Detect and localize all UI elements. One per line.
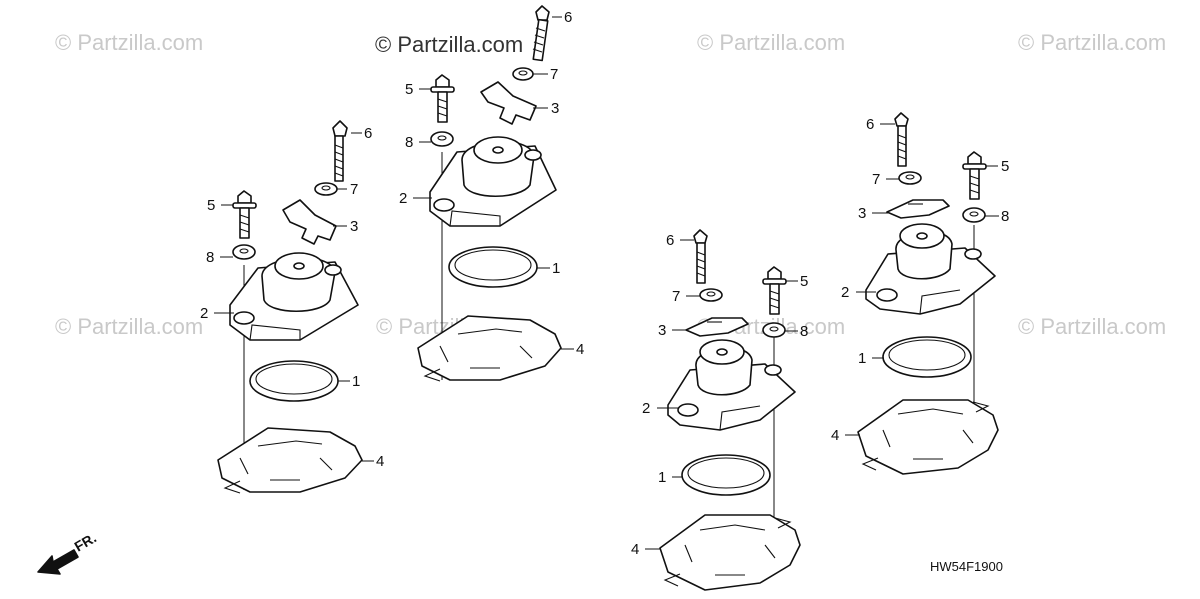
washer-icon[interactable] <box>512 67 534 81</box>
callout-label: 6 <box>564 9 572 26</box>
washer-icon[interactable] <box>762 322 786 338</box>
callout-label: 5 <box>1001 158 1009 175</box>
engine-mount[interactable] <box>229 252 359 341</box>
rubber-disc[interactable] <box>681 454 771 496</box>
engine-mount[interactable] <box>865 223 996 315</box>
rubber-disc[interactable] <box>448 246 538 288</box>
callout-label: 3 <box>551 100 559 117</box>
front-direction-arrow-icon <box>37 549 79 575</box>
callout-label: 2 <box>642 400 650 417</box>
watermark-text: © Partzilla.com <box>1018 314 1166 339</box>
callout-label: 6 <box>666 232 674 249</box>
rubber-disc[interactable] <box>249 360 339 402</box>
callout-label: 1 <box>658 469 666 486</box>
callout-label: 7 <box>672 288 680 305</box>
callout-label: 4 <box>376 453 384 470</box>
rubber-disc[interactable] <box>882 336 972 378</box>
callout-label: 7 <box>550 66 558 83</box>
callout-label: 5 <box>800 273 808 290</box>
callout-label: 3 <box>350 218 358 235</box>
engine-mount[interactable] <box>667 339 796 431</box>
washer-icon[interactable] <box>430 131 454 147</box>
bolt-icon[interactable] <box>332 120 348 182</box>
callout-label: 6 <box>364 125 372 142</box>
washer-icon[interactable] <box>898 171 922 185</box>
bracket-plate[interactable] <box>480 81 537 125</box>
washer-icon[interactable] <box>962 207 986 223</box>
callout-label: 4 <box>576 341 584 358</box>
front-direction-indicator: FR. <box>37 529 100 575</box>
bracket-plate[interactable] <box>886 199 950 219</box>
callout-label: 1 <box>858 350 866 367</box>
engine-mount[interactable] <box>429 136 557 227</box>
front-label: FR. <box>72 529 100 554</box>
bracket-plate[interactable] <box>282 199 337 245</box>
bolt-icon[interactable] <box>232 190 257 239</box>
base-plate[interactable] <box>417 315 562 382</box>
assembly-b: 6 7 3 5 8 2 1 4 <box>399 5 584 382</box>
callout-label: 8 <box>1001 208 1009 225</box>
assembly-d: 6 7 3 5 8 2 1 4 <box>831 112 1009 475</box>
bolt-icon[interactable] <box>762 266 787 315</box>
callout-label: 8 <box>206 249 214 266</box>
washer-icon[interactable] <box>699 288 723 302</box>
watermark-layer: © Partzilla.com © Partzilla.com © Partzi… <box>55 30 1166 339</box>
bolt-icon[interactable] <box>532 5 550 62</box>
callout-label: 1 <box>552 260 560 277</box>
callout-label: 2 <box>200 305 208 322</box>
callout-label: 3 <box>858 205 866 222</box>
callout-label: 7 <box>872 171 880 188</box>
watermark-text: © Partzilla.com <box>697 30 845 55</box>
washer-icon[interactable] <box>314 182 338 196</box>
bolt-icon[interactable] <box>693 229 708 284</box>
assembly-a: 6 7 3 5 8 2 1 4 <box>200 120 384 494</box>
watermark-text-main: © Partzilla.com <box>375 32 523 57</box>
bolt-icon[interactable] <box>430 74 455 123</box>
base-plate[interactable] <box>857 399 999 475</box>
callout-label: 8 <box>800 323 808 340</box>
bolt-icon[interactable] <box>962 151 987 200</box>
base-plate[interactable] <box>217 427 363 494</box>
callout-label: 7 <box>350 181 358 198</box>
bolt-icon[interactable] <box>894 112 909 167</box>
diagram-code: HW54F1900 <box>930 559 1003 574</box>
callout-label: 1 <box>352 373 360 390</box>
watermark-text: © Partzilla.com <box>55 30 203 55</box>
callout-label: 2 <box>841 284 849 301</box>
base-plate[interactable] <box>659 514 801 591</box>
washer-icon[interactable] <box>232 244 256 260</box>
callout-label: 5 <box>405 81 413 98</box>
callout-label: 5 <box>207 197 215 214</box>
callout-label: 4 <box>831 427 839 444</box>
callout-label: 3 <box>658 322 666 339</box>
watermark-text: © Partzilla.com <box>55 314 203 339</box>
callout-label: 6 <box>866 116 874 133</box>
callout-label: 2 <box>399 190 407 207</box>
watermark-text: © Partzilla.com <box>1018 30 1166 55</box>
assembly-c: 6 7 3 5 8 2 1 4 <box>631 229 808 591</box>
callout-label: 8 <box>405 134 413 151</box>
callout-label: 4 <box>631 541 639 558</box>
bracket-plate[interactable] <box>685 317 749 337</box>
